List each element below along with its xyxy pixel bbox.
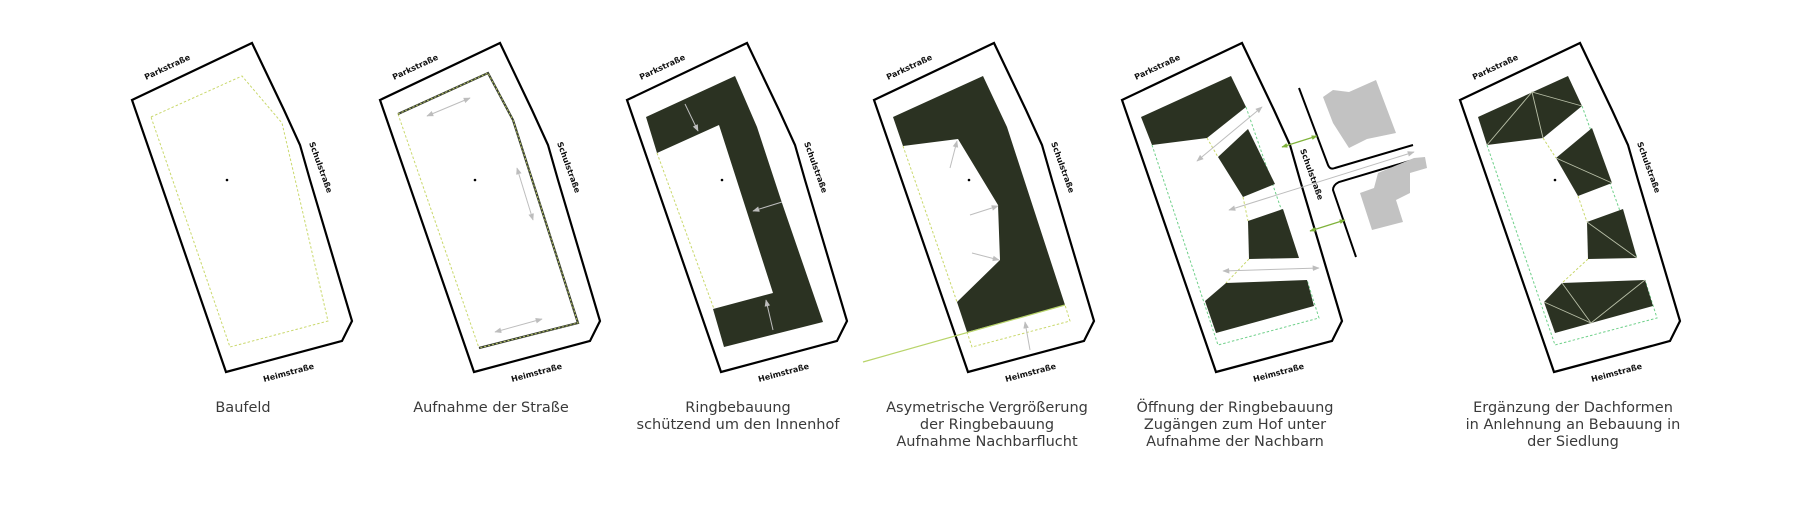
caption-line: Aufnahme der Straße (413, 400, 569, 416)
roof-lines (1543, 279, 1646, 324)
caption-line: der Ringbebauung (919, 417, 1055, 433)
caption-line: schützend um den Innenhof (636, 417, 840, 433)
building-boundary (656, 152, 715, 310)
label-parkstrasse: Parkstraße (1133, 53, 1182, 82)
building-block (1478, 76, 1582, 145)
label-heimstrasse: Heimstraße (1590, 362, 1643, 384)
caption-line: Öffnung der Ringbebauung (1136, 400, 1334, 416)
label-parkstrasse: Parkstraße (143, 53, 192, 82)
access-arrow-icon (1309, 219, 1346, 232)
label-parkstrasse: Parkstraße (638, 53, 687, 82)
building-boundary (150, 75, 329, 348)
building-block (1141, 76, 1246, 145)
caption-line: Ringbebauung (685, 400, 791, 416)
double-arrow-icon (426, 97, 471, 117)
center-point (225, 178, 229, 182)
arrow-icon (1023, 321, 1031, 351)
panel-dachformen: Parkstraße Schulstraße Heimstraße (1458, 41, 1682, 384)
label-parkstrasse: Parkstraße (885, 53, 934, 82)
site-outline: Parkstraße Schulstraße Heimstraße (378, 41, 602, 384)
label-parkstrasse: Parkstraße (1471, 53, 1520, 82)
neighbor-road (1298, 87, 1414, 258)
building-block (1587, 209, 1637, 259)
caption-asymetrische-vergroesserung: Asymetrische Vergrößerung der Ringbebauu… (837, 400, 1137, 451)
caption-aufnahme-strasse: Aufnahme der Straße (341, 400, 641, 417)
neighbor-building (1323, 80, 1396, 148)
building-block (1248, 209, 1299, 259)
double-arrow-icon (516, 167, 534, 221)
caption-baufeld: Baufeld (93, 400, 393, 417)
label-heimstrasse: Heimstraße (1004, 362, 1057, 384)
arrow-icon (949, 140, 959, 169)
ring-building (893, 76, 1065, 332)
building-boundary (902, 145, 1071, 348)
roof-lines (1555, 157, 1613, 184)
panel-aufnahme-strasse: Parkstraße Schulstraße Heimstraße (378, 41, 602, 384)
access-arrow-icon (1281, 135, 1318, 148)
building-block (1556, 128, 1612, 196)
building-boundary (1151, 106, 1320, 346)
roof-lines (1586, 221, 1638, 259)
panel-asymetrische-vergroesserung: Parkstraße Schulstraße Heimstraße (862, 41, 1096, 384)
neighbor-alignment-line (862, 304, 1066, 363)
arrow-icon (684, 103, 699, 132)
arrow-icon (752, 201, 783, 212)
panel-baufeld: Parkstraße Schulstraße Heimstraße (130, 41, 354, 384)
caption-line: der Siedlung (1527, 434, 1619, 450)
label-heimstrasse: Heimstraße (262, 362, 315, 384)
building-block (1218, 129, 1275, 197)
building-boundary (1486, 105, 1658, 346)
label-parkstrasse: Parkstraße (391, 53, 440, 82)
site-outline: Parkstraße Schulstraße Heimstraße (130, 41, 354, 384)
double-arrow-icon (1228, 151, 1415, 211)
caption-line: in Anlehnung an Bebauung in (1465, 417, 1681, 433)
building-block (1544, 280, 1653, 333)
caption-ringbebauung: Ringbebauung schützend um den Innenhof (588, 400, 888, 434)
caption-line: Aufnahme der Nachbarn (1146, 434, 1324, 450)
caption-line: Aufnahme Nachbarflucht (896, 434, 1078, 450)
courtyard-edge (1542, 137, 1589, 284)
caption-dachformen: Ergänzung der Dachformen in Anlehnung an… (1423, 400, 1723, 451)
roof-lines (1486, 91, 1583, 146)
arrow-icon (969, 205, 999, 216)
building-block (1205, 280, 1314, 333)
ring-building (646, 76, 823, 347)
label-heimstrasse: Heimstraße (510, 362, 563, 384)
caption-oeffnung-ringbebauung: Öffnung der Ringbebauung Zugängen zum Ho… (1085, 400, 1385, 451)
caption-line: Zugängen zum Hof unter (1143, 417, 1327, 433)
street-edge-line (397, 71, 580, 350)
neighbor-building (1360, 157, 1427, 230)
caption-line: Baufeld (215, 400, 271, 416)
arrow-icon (971, 252, 1000, 262)
caption-line: Asymetrische Vergrößerung (886, 400, 1088, 416)
double-arrow-icon (494, 317, 543, 334)
label-heimstrasse: Heimstraße (1252, 362, 1305, 384)
arrow-icon (764, 299, 774, 331)
double-arrow-icon (1222, 265, 1320, 274)
label-schulstrasse: Schulstraße (1298, 148, 1325, 202)
double-arrow-icon (1196, 106, 1263, 162)
caption-line: Ergänzung der Dachformen (1473, 400, 1673, 416)
label-heimstrasse: Heimstraße (757, 362, 810, 384)
building-boundary (397, 113, 480, 349)
panel-ringbebauung: Parkstraße Schulstraße Heimstraße (625, 41, 849, 384)
panel-oeffnung-ringbebauung: Parkstraße Schulstraße Heimstraße (1120, 41, 1427, 384)
